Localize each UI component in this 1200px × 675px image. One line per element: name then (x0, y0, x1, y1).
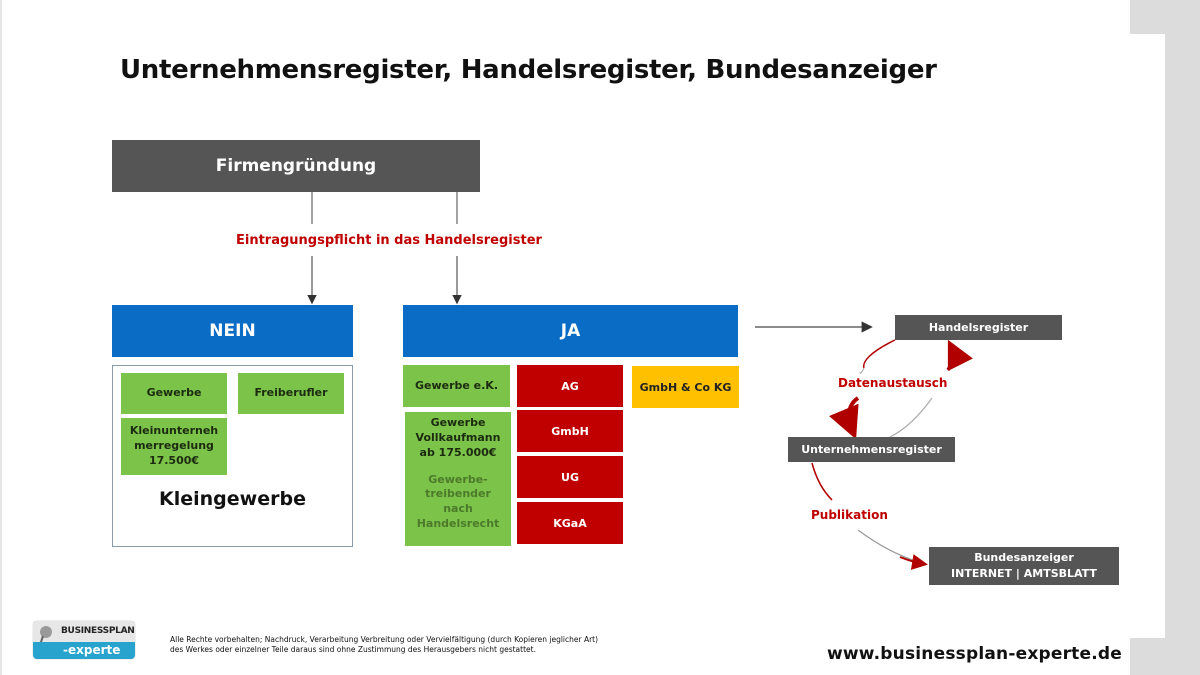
logo-text-top: BUSINESSPLAN (61, 626, 135, 636)
slide-edge (0, 0, 2, 675)
unternehmensregister-box: Unternehmensregister (788, 437, 955, 462)
copyright-line: Alle Rechte vorbehalten; Nachdruck, Vera… (170, 635, 599, 644)
vollkaufmann-line: Gewerbe (430, 416, 486, 429)
kleingewerbe-label: Kleingewerbe (159, 488, 306, 510)
kleinunternehmerregelung-box: Kleinunterneh merregelung 17.500€ (121, 418, 227, 475)
vollkaufmann-box: Gewerbe Vollkaufmann ab 175.000€ Gewerbe… (405, 412, 511, 546)
copyright-notice: Alle Rechte vorbehalten; Nachdruck, Vera… (170, 635, 598, 655)
page-title: Unternehmensregister, Handelsregister, B… (120, 55, 937, 85)
threshold-line: 17.500€ (148, 453, 200, 467)
bundesanzeiger-line: Bundesanzeiger (974, 551, 1074, 565)
kgaa-box: KGaA (517, 502, 623, 544)
datenaustausch-label: Datenaustausch (838, 376, 948, 390)
bundesanzeiger-line: INTERNET | AMTSBLATT (951, 567, 1097, 580)
kleingewerbe-group (112, 365, 353, 547)
ag-box: AG (517, 365, 623, 407)
vollkaufmann-line: ab 175.000€ (419, 445, 497, 459)
freiberufler-box: Freiberufler (238, 373, 344, 414)
vollkaufmann-line: Vollkaufmann (415, 430, 501, 444)
handelsrecht-line: treibender (425, 487, 491, 501)
background-band (1165, 34, 1200, 675)
firmengruendung-box: Firmengründung (112, 140, 480, 192)
threshold-line: merregelung (134, 439, 214, 453)
ja-box: JA (403, 305, 738, 357)
ug-box: UG (517, 456, 623, 498)
gewerbe-ek-box: Gewerbe e.K. (403, 365, 510, 407)
handelsrecht-line: Handelsrecht (416, 517, 500, 531)
handelsrecht-line: Gewerbe- (428, 472, 488, 486)
publikation-label: Publikation (811, 508, 888, 522)
businessplan-experte-logo: BUSINESSPLAN -experte (33, 621, 135, 659)
background-band (1130, 0, 1200, 34)
logo-text-bottom: -experte (33, 642, 135, 659)
gmbh-co-kg-box: GmbH & Co KG (632, 366, 739, 408)
background-band (1130, 638, 1200, 675)
decision-label: Eintragungspflicht in das Handelsregiste… (236, 233, 542, 248)
handelsrecht-line: nach (443, 502, 473, 516)
threshold-line: Kleinunterneh (129, 424, 219, 438)
handelsregister-box: Handelsregister (895, 315, 1062, 340)
gewerbe-box: Gewerbe (121, 373, 227, 414)
copyright-line: des Werkes oder einzelner Teile daraus s… (170, 645, 536, 655)
nein-box: NEIN (112, 305, 353, 357)
website-url: www.businessplan-experte.de (827, 644, 1122, 664)
gmbh-box: GmbH (517, 410, 623, 452)
bundesanzeiger-box: Bundesanzeiger INTERNET | AMTSBLATT (929, 547, 1119, 585)
